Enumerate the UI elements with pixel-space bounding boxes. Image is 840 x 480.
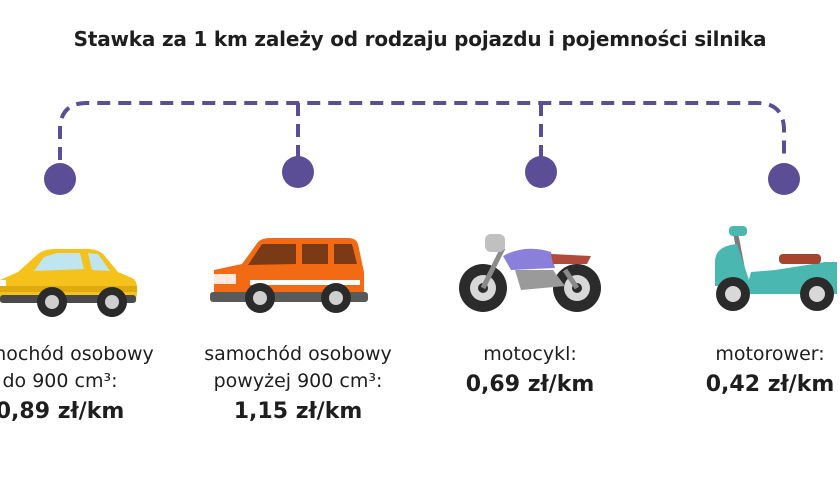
connector-node [44, 163, 76, 195]
vehicle-type: samochód osobowy [0, 343, 154, 365]
connector-diagram [44, 101, 800, 195]
connector-node [525, 156, 557, 188]
vehicle-type: motorower: [715, 343, 825, 365]
orange-suv-icon [210, 238, 368, 313]
connector-node [768, 163, 800, 195]
vehicle-label-motorcycle: motocykl: 0,69 zł/km [400, 341, 660, 402]
vehicle-label-moped: motorower: 0,42 zł/km [640, 341, 840, 402]
rate-price: 1,15 zł/km [233, 399, 363, 424]
rate-price: 0,42 zł/km [705, 372, 835, 397]
vehicle-type: motocykl: [483, 343, 577, 365]
engine-capacity: powyżej 900 cm³: [213, 370, 383, 392]
page-title: Stawka za 1 km zależy od rodzaju pojazdu… [73, 27, 767, 51]
yellow-car-icon [0, 249, 138, 317]
rate-price: 0,89 zł/km [0, 399, 125, 424]
engine-capacity: do 900 cm³: [2, 370, 118, 392]
motorcycle-icon [459, 234, 601, 312]
vehicle-type: samochód osobowy [204, 343, 392, 365]
connector-node [282, 156, 314, 188]
vehicle-label-small-car: samochód osobowy do 900 cm³: 0,89 zł/km [0, 341, 190, 429]
vehicle-label-large-car: samochód osobowy powyżej 900 cm³: 1,15 z… [168, 341, 428, 429]
connector-line [58, 101, 786, 160]
rate-price: 0,69 zł/km [465, 372, 595, 397]
scooter-icon [715, 226, 837, 311]
